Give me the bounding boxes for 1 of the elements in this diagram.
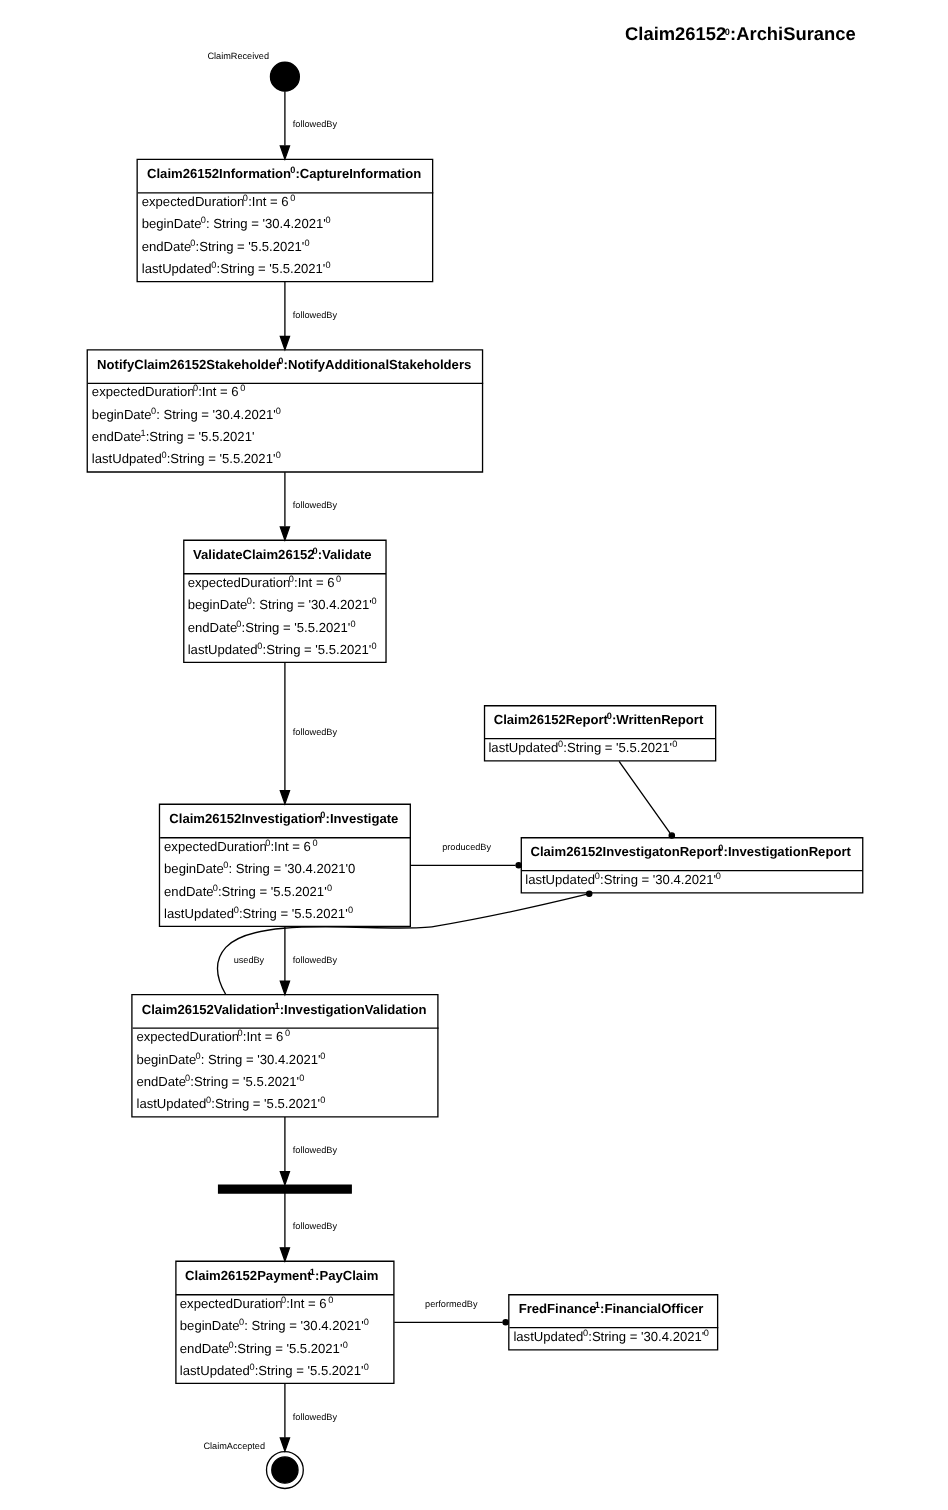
diagram-title: Claim26152$^{0}$:ArchiSurance xyxy=(624,24,855,45)
